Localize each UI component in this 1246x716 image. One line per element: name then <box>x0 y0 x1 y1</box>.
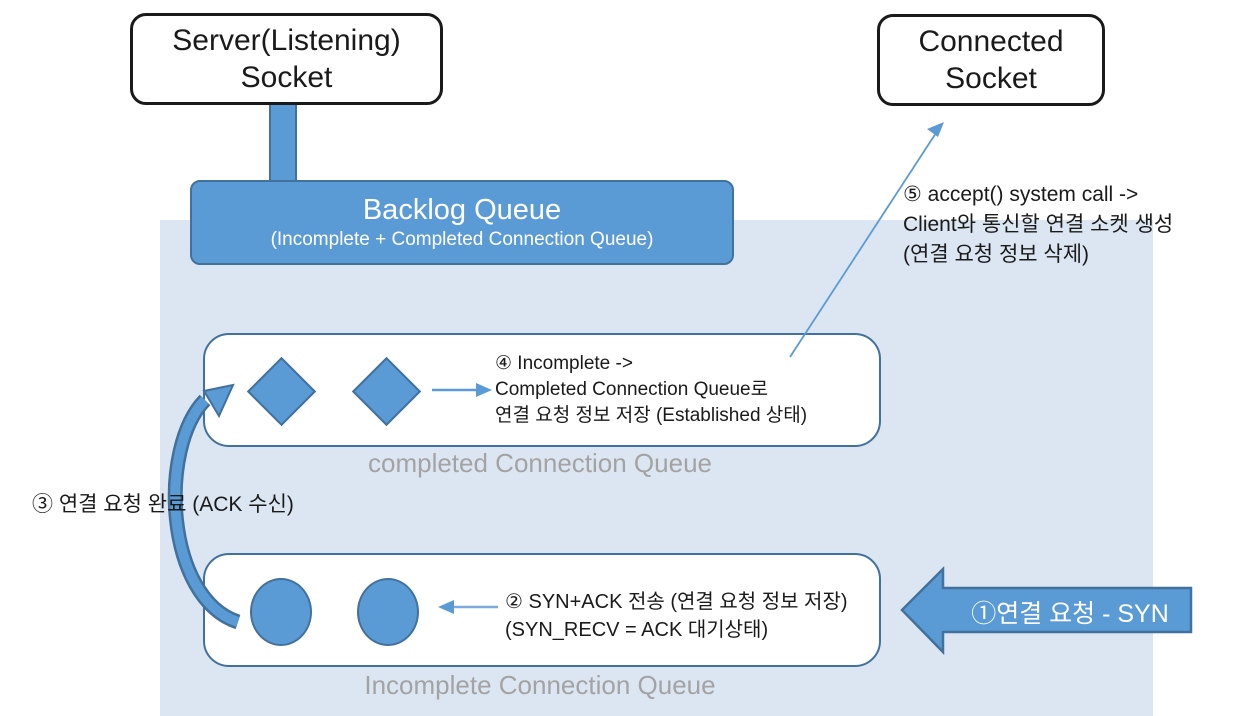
server-socket-label-line2: Socket <box>240 61 333 94</box>
incomplete-connection-queue-box <box>203 553 881 667</box>
connected-socket-label-line1: Connected <box>918 24 1064 58</box>
annotation-step5-line1: ⑤ accept() system call -> <box>903 183 1139 206</box>
incomplete-entry-circle-icon <box>357 578 419 646</box>
annotation-step2-line1: ② SYN+ACK 전송 (연결 요청 정보 저장) <box>505 591 848 613</box>
server-to-backlog-connector <box>269 97 297 187</box>
incomplete-queue-caption: Incomplete Connection Queue <box>364 670 716 700</box>
annotation-step4-line2: Completed Connection Queue로 <box>495 379 769 401</box>
annotation-step2-line2: (SYN_RECV = ACK 대기상태) <box>505 618 769 641</box>
annotation-step5-line2: Client와 통신할 연결 소켓 생성 <box>903 212 1174 236</box>
annotation-step4-line1: ④ Incomplete -> <box>495 353 633 374</box>
annotation-step4-line3: 연결 요청 정보 저장 (Established 상태) <box>495 405 808 427</box>
annotation-step4: ④ Incomplete -> Completed Connection Que… <box>495 351 807 430</box>
connected-socket-label-line2: Socket <box>945 62 1037 95</box>
annotation-step5-line3: (연결 요청 정보 삭제) <box>903 242 1090 266</box>
annotation-step3: ③ 연결 요청 완료 (ACK 수신) <box>32 493 294 516</box>
incomplete-entry-circle-icon <box>250 578 312 646</box>
server-listening-socket-node: Server(Listening) Socket <box>130 13 443 105</box>
server-socket-label-line1: Server(Listening) <box>172 23 401 57</box>
annotation-step2: ② SYN+ACK 전송 (연결 요청 정보 저장) (SYN_RECV = A… <box>505 589 848 644</box>
completed-connection-queue-box <box>203 333 881 447</box>
connected-socket-node: Connected Socket <box>877 14 1105 106</box>
backlog-queue-subtitle: (Incomplete + Completed Connection Queue… <box>270 229 654 250</box>
backlog-queue-title: Backlog Queue <box>362 194 562 226</box>
annotation-step5: ⑤ accept() system call -> Client와 통신할 연결… <box>903 180 1173 269</box>
backlog-queue-node: Backlog Queue (Incomplete + Completed Co… <box>190 180 734 265</box>
syn-request-arrow-label: ①연결 요청 - SYN <box>971 600 1169 628</box>
completed-queue-caption: completed Connection Queue <box>367 448 712 478</box>
